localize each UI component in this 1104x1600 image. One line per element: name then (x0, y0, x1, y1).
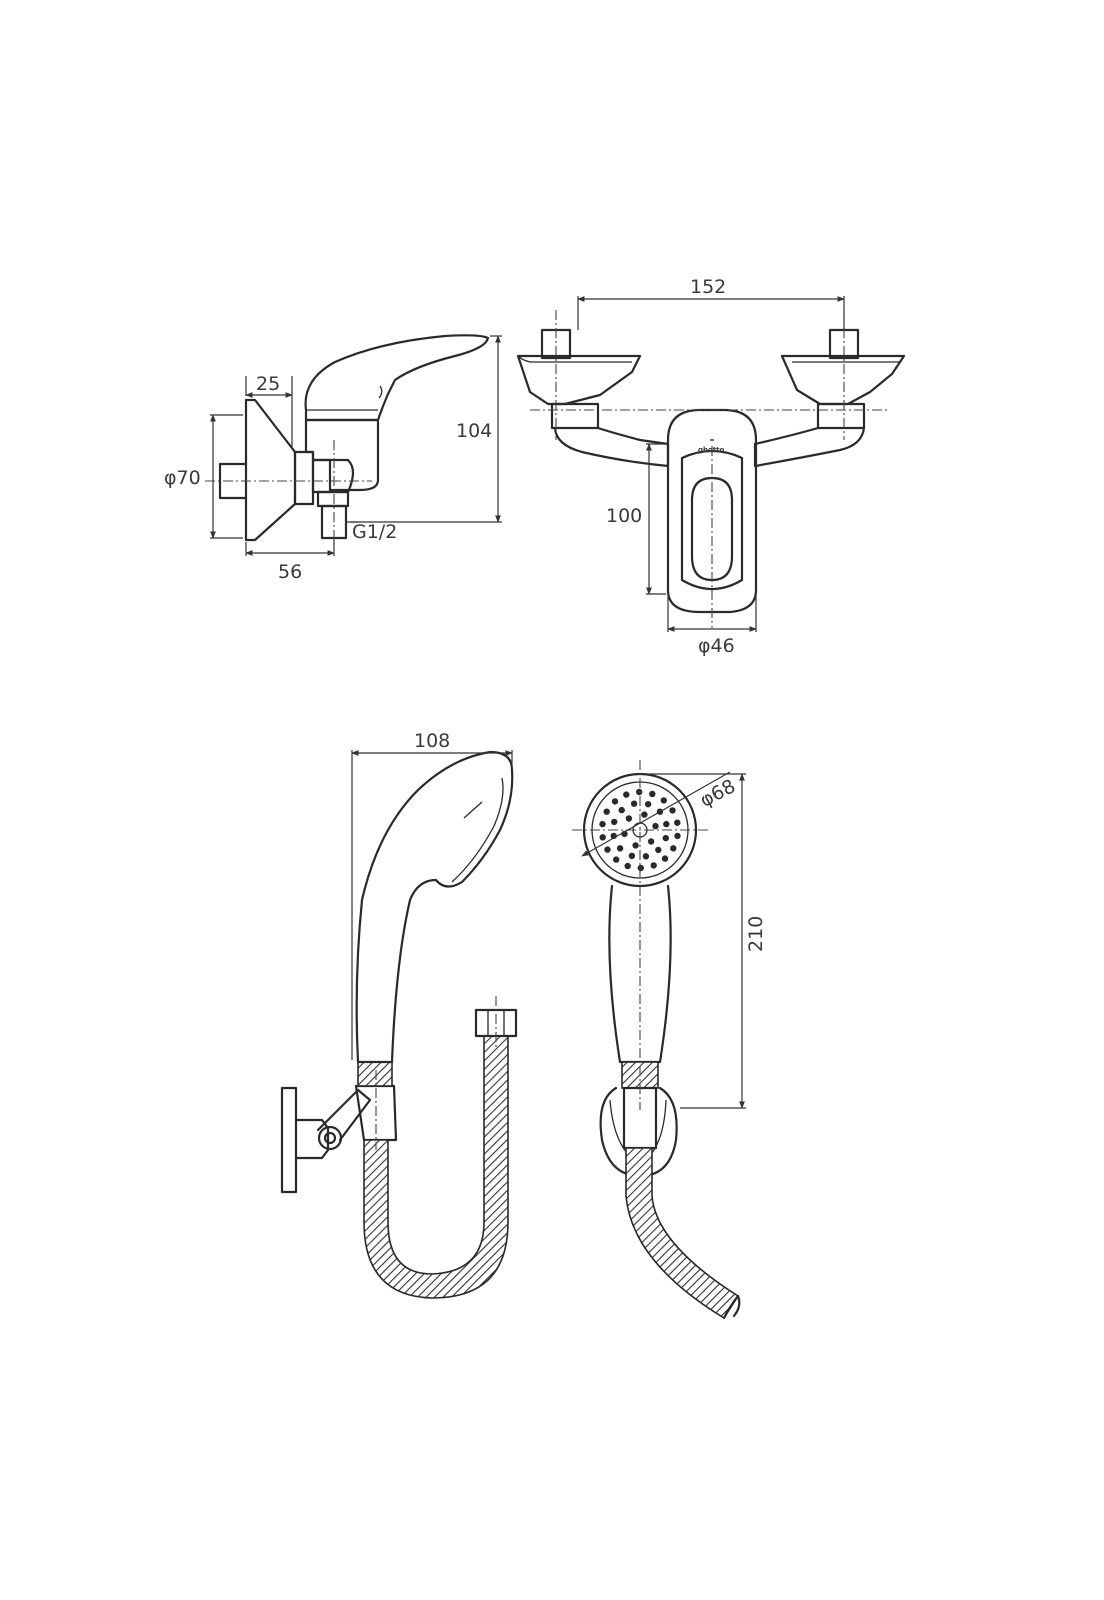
nozzle-dot (641, 811, 648, 818)
nozzle-dot (611, 818, 618, 826)
nozzle-dot (660, 797, 667, 804)
nozzle-dot (616, 845, 624, 852)
dim-104: 104 (456, 420, 492, 442)
dim-100: 100 (606, 505, 642, 527)
nozzle-dot (599, 820, 606, 828)
nozzle-dot (637, 864, 644, 872)
hand-shower-side-view: 108 (280, 730, 518, 1299)
brand-logo: ghotto (698, 446, 724, 454)
nozzle-dot (655, 846, 662, 854)
nozzle-dot (662, 834, 669, 842)
nozzle-dot (604, 846, 611, 853)
dim-phi68: φ68 (696, 775, 739, 812)
nozzle-dot (625, 815, 633, 822)
dim-phi70: φ70 (164, 467, 201, 489)
nozzle-dot (599, 834, 606, 841)
nozzle-pattern (599, 788, 681, 872)
nozzle-dot (650, 862, 657, 869)
nozzle-dot (613, 856, 620, 863)
nozzle-dot (603, 808, 610, 815)
dim-152: 152 (690, 276, 726, 298)
hand-shower-front-view: φ68 210 (572, 760, 767, 1320)
nozzle-dot (618, 806, 625, 814)
dim-108: 108 (414, 730, 450, 752)
dim-g1-2: G1/2 (352, 521, 397, 543)
nozzle-dot (661, 855, 669, 862)
nozzle-dot (636, 788, 643, 796)
nozzle-dot (669, 807, 676, 814)
nozzle-dot (674, 832, 681, 840)
dim-25: 25 (256, 373, 280, 395)
mixer-side-view: 25 φ70 56 104 G1/2 (164, 334, 502, 583)
dim-210: 210 (745, 916, 767, 952)
nozzle-dot (642, 853, 650, 860)
nozzle-dot (632, 842, 639, 849)
nozzle-dot (630, 800, 638, 807)
nozzle-dot (611, 798, 619, 805)
nozzle-dot (674, 819, 681, 826)
nozzle-dot (670, 845, 677, 852)
mixer-front-view: ghotto 152 100 φ46 (516, 276, 906, 657)
nozzle-dot (644, 801, 652, 808)
nozzle-dot (649, 790, 656, 798)
dim-56: 56 (278, 561, 302, 583)
nozzle-dot (623, 791, 630, 798)
nozzle-dot (628, 852, 636, 859)
dim-phi46: φ46 (698, 635, 735, 657)
nozzle-dot (624, 862, 631, 870)
nozzle-dot (663, 820, 670, 828)
nozzle-dot (652, 822, 659, 830)
nozzle-dot (647, 838, 655, 845)
